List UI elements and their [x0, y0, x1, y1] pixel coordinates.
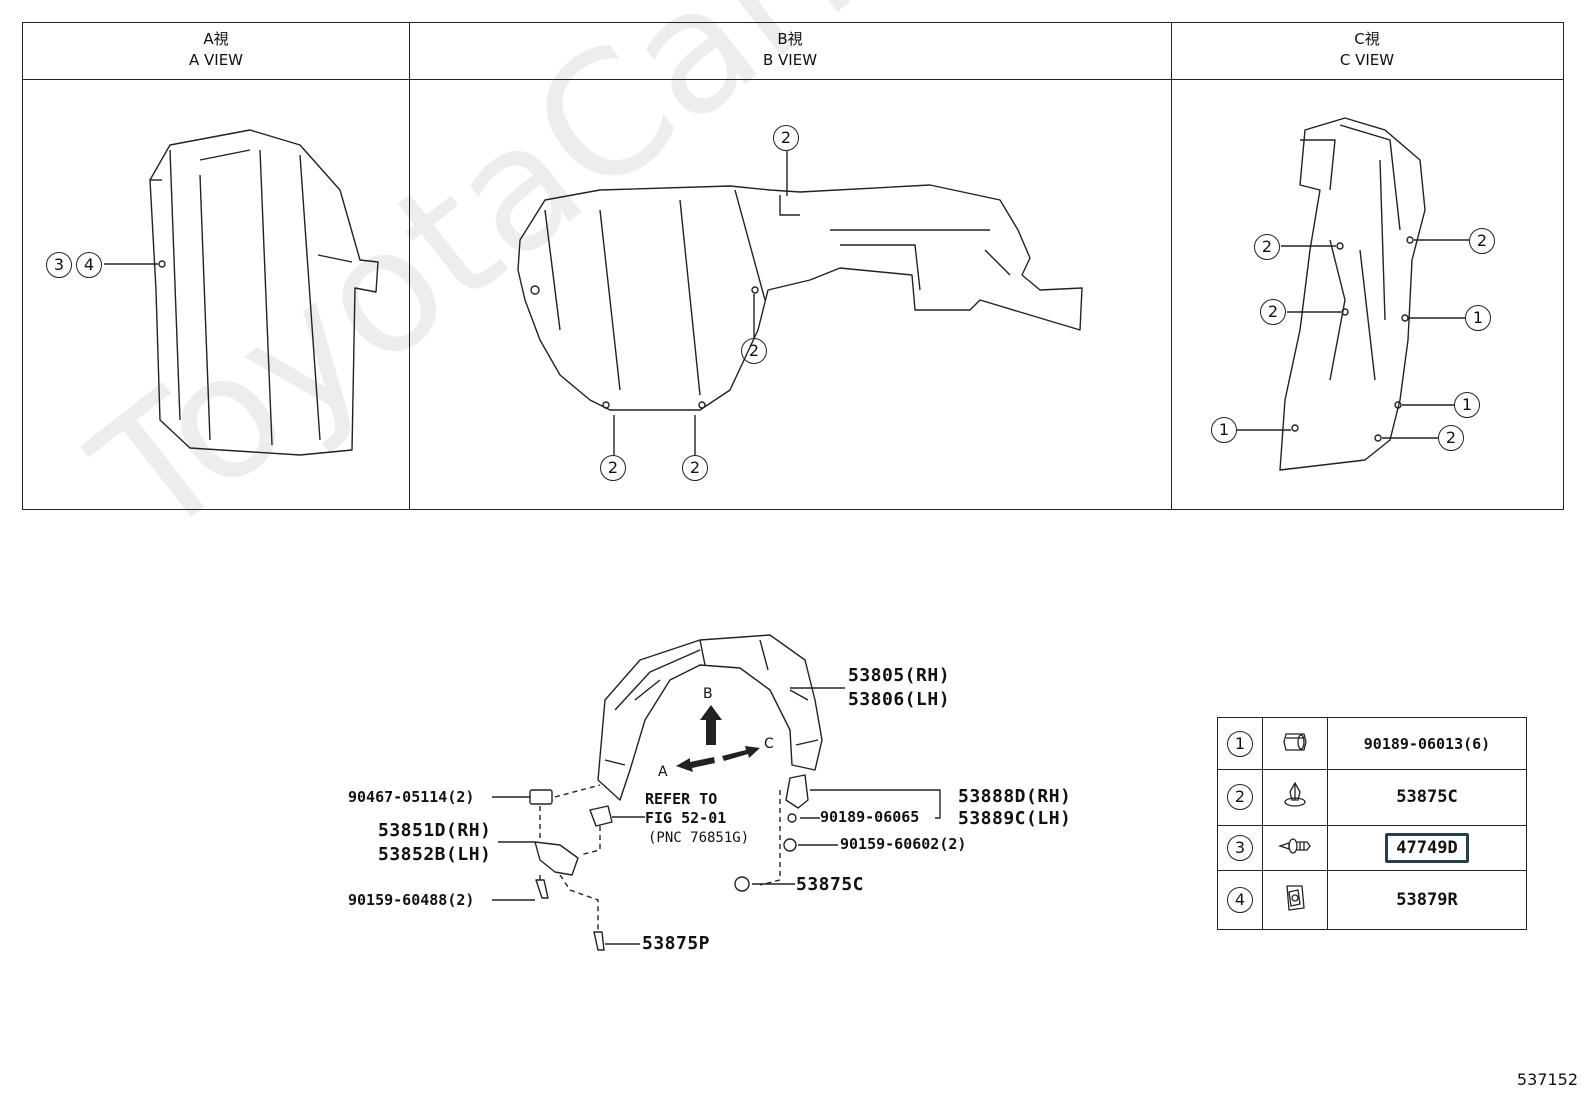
view-a-jp: A視: [203, 30, 229, 48]
callout-4: 4: [76, 252, 102, 278]
legend-part-number-highlighted: 47749D: [1385, 833, 1469, 863]
callout-2: 2: [1254, 234, 1280, 260]
view-c-header: C視 C VIEW: [1171, 23, 1563, 80]
legend-number: 1: [1227, 730, 1253, 757]
callout-3: 3: [46, 252, 72, 278]
refer-text-1: REFER TO: [645, 790, 718, 808]
legend-number: 4: [1227, 887, 1253, 914]
arrow-a-icon: [676, 757, 715, 772]
view-divider: [1171, 23, 1172, 509]
fastener-legend-table: 1 90189-06013(6) 2 53875C 3 47749D 4: [1217, 716, 1527, 930]
legend-number: 3: [1227, 835, 1253, 861]
callout-1: 1: [1454, 392, 1480, 418]
leader-line: [559, 874, 599, 932]
bracket-part: [529, 789, 613, 951]
callout-2: 2: [1469, 228, 1495, 254]
view-a-liner: [149, 129, 379, 456]
leader-line: [554, 784, 601, 798]
callout-2: 2: [741, 338, 767, 364]
view-c-jp: C視: [1354, 30, 1380, 48]
legend-row: 1 90189-06013(6): [1217, 716, 1527, 771]
legend-part-number: 90189-06013(6): [1327, 716, 1527, 771]
leader-line: [810, 789, 941, 819]
screw-grommet-icon: [1277, 838, 1311, 854]
view-b-header: B視 B VIEW: [409, 23, 1171, 80]
part-label-clip-53875c: 53875C: [796, 874, 865, 895]
callout-2: 2: [600, 455, 626, 481]
direction-arrows: [676, 705, 760, 772]
arrow-label-c: C: [764, 736, 774, 752]
part-label-clip-90467: 90467-05114(2): [348, 788, 475, 806]
callout-1: 1: [1465, 305, 1491, 331]
refer-text-3: (PNC 76851G): [648, 830, 750, 846]
arrow-label-b: B: [703, 686, 713, 702]
part-label-bolt-90159-488: 90159-60488(2): [348, 891, 475, 909]
clip-nut-icon: [1286, 885, 1305, 911]
part-label-nut-90189-065: 90189-06065: [820, 808, 920, 826]
part-label-bolt-90159-602: 90159-60602(2): [840, 835, 967, 853]
legend-row: 3 47749D: [1217, 824, 1527, 872]
part-label-screw-53875p: 53875P: [642, 933, 711, 954]
leader-line: [759, 790, 781, 886]
view-divider: [409, 23, 410, 509]
part-label-liner-rh: 53805(RH): [848, 665, 951, 686]
view-a-en: A VIEW: [188, 51, 244, 69]
part-label-liner-lh: 53806(LH): [848, 689, 951, 710]
callout-2: 2: [1438, 425, 1464, 451]
part-label-bracket-rh: 53851D(RH): [378, 820, 492, 841]
seal-part: [734, 774, 809, 892]
view-b-jp: B視: [777, 30, 803, 48]
fender-liner-main: [597, 634, 823, 801]
arrow-c-icon: [722, 746, 760, 761]
callout-1: 1: [1211, 417, 1237, 443]
view-c-liner: [1279, 117, 1426, 471]
refer-text-2: FIG 52-01: [645, 809, 727, 827]
callout-2: 2: [682, 455, 708, 481]
nut-icon: [1283, 732, 1307, 751]
views-frame: A視 A VIEW B視 B VIEW C視 C VIEW: [22, 22, 1564, 510]
push-clip-icon: [1284, 782, 1306, 808]
legend-number: 2: [1227, 784, 1253, 811]
legend-part-number: 53879R: [1327, 870, 1527, 930]
part-label-seal-lh: 53889C(LH): [958, 808, 1072, 829]
legend-part-number: 53875C: [1327, 769, 1527, 826]
image-number: 537152: [1516, 1070, 1578, 1089]
legend-row: 4 53879R: [1217, 870, 1527, 930]
arrow-label-a: A: [658, 764, 668, 780]
leader-line: [579, 826, 601, 856]
view-a-header: A視 A VIEW: [23, 23, 409, 80]
view-b-en: B VIEW: [762, 51, 818, 69]
part-label-seal-rh: 53888D(RH): [958, 786, 1072, 807]
view-c-en: C VIEW: [1339, 51, 1395, 69]
part-label-bracket-lh: 53852B(LH): [378, 844, 492, 865]
legend-row: 2 53875C: [1217, 769, 1527, 826]
arrow-b-icon: [700, 705, 722, 745]
callout-2: 2: [773, 125, 799, 151]
callout-2: 2: [1260, 299, 1286, 325]
view-b-liner: [517, 184, 1083, 411]
